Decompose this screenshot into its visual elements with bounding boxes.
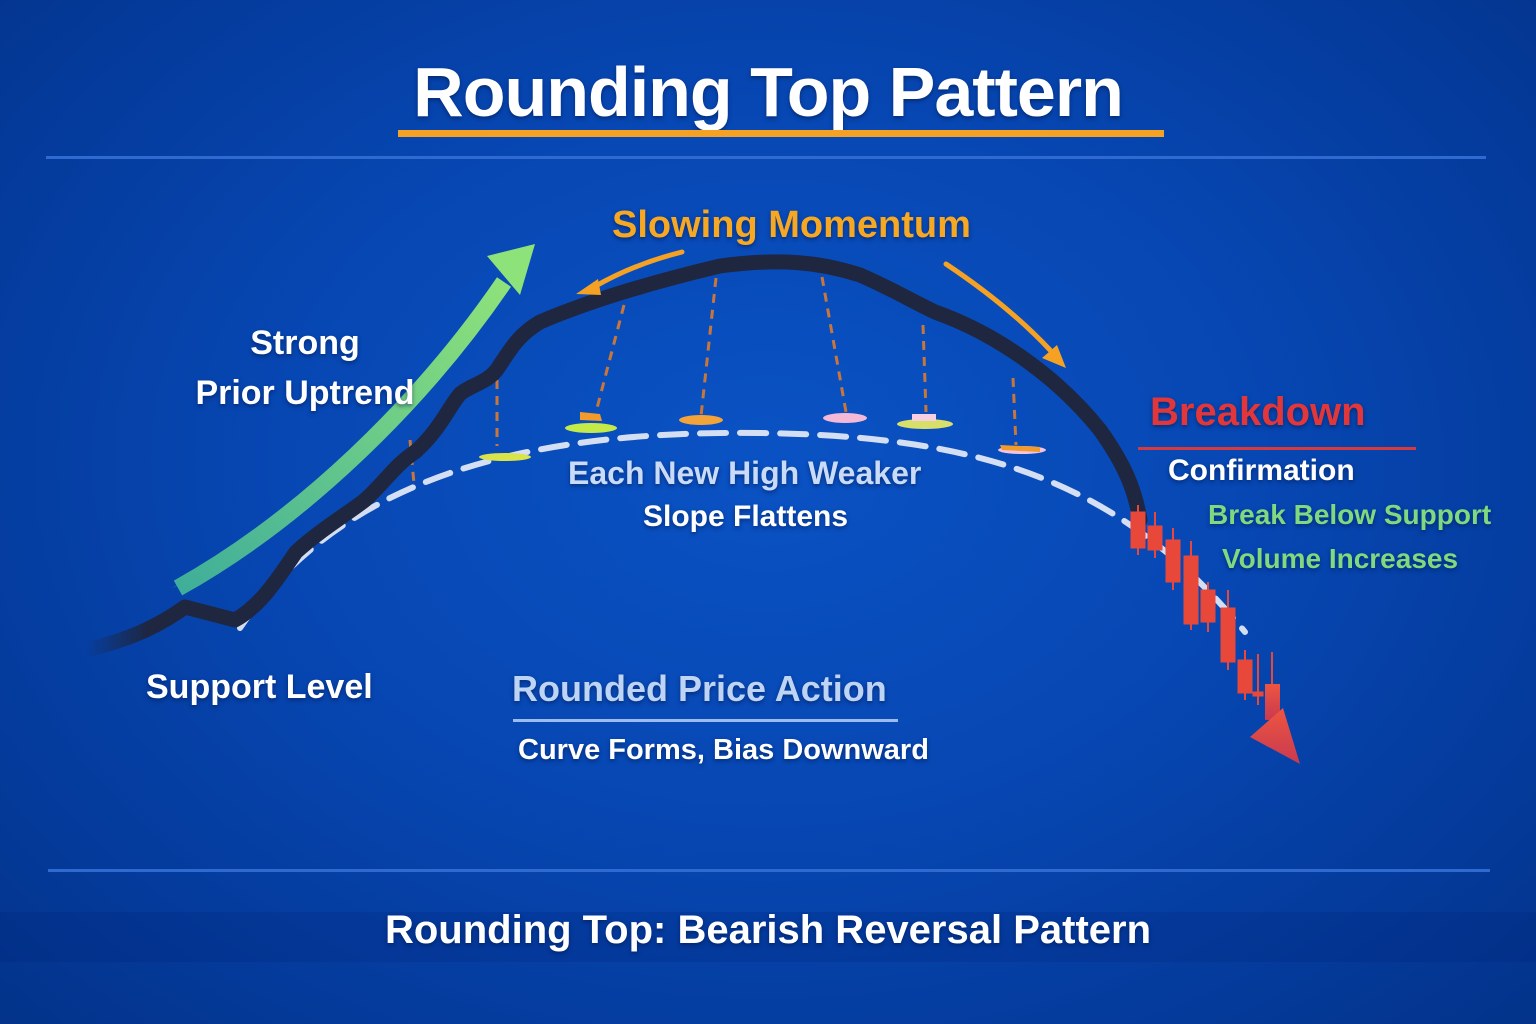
- rounding-arc-dashed: [237, 429, 1248, 635]
- volume-increases-label: Volume Increases: [1222, 543, 1459, 574]
- footer-caption: Rounding Top: Bearish Reversal Pattern: [384, 908, 1152, 952]
- slope-flattens-label: Slope Flattens: [643, 500, 849, 533]
- breakdown-underline: [1138, 447, 1416, 450]
- strong-label-line2: Prior Uptrend: [195, 374, 415, 412]
- strong-label-line1: Strong: [250, 324, 360, 362]
- price-line: [77, 254, 1148, 658]
- slowing-momentum-label: Slowing Momentum: [612, 204, 971, 246]
- support-level-label: Support Level: [146, 668, 373, 706]
- rounded-price-action-underline: [513, 719, 898, 722]
- breakdown-arrow-icon: [1250, 652, 1300, 764]
- page-title: Rounding Top Pattern: [413, 53, 1124, 131]
- uptrend-arrow-icon: [172, 244, 535, 596]
- each-new-high-weaker-label: Each New High Weaker: [568, 455, 922, 491]
- peak-markers: [479, 412, 1046, 461]
- bottom-divider: [48, 869, 1490, 872]
- breakdown-label: Breakdown: [1150, 390, 1366, 434]
- title-underline: [398, 130, 1164, 137]
- slowing-momentum-left-arrow-icon: [576, 249, 685, 295]
- break-below-support-label: Break Below Support: [1208, 499, 1492, 530]
- rounded-price-action-label: Rounded Price Action: [512, 668, 887, 709]
- curve-forms-label: Curve Forms, Bias Downward: [518, 734, 929, 766]
- strong-prior-uptrend-label: Strong Prior Uptrend: [180, 318, 430, 418]
- breakdown-candles: [1130, 505, 1264, 705]
- top-divider: [46, 156, 1486, 159]
- confirmation-label: Confirmation: [1168, 454, 1355, 487]
- slowing-momentum-right-arrow-icon: [943, 261, 1066, 368]
- footer-band: [0, 912, 1536, 962]
